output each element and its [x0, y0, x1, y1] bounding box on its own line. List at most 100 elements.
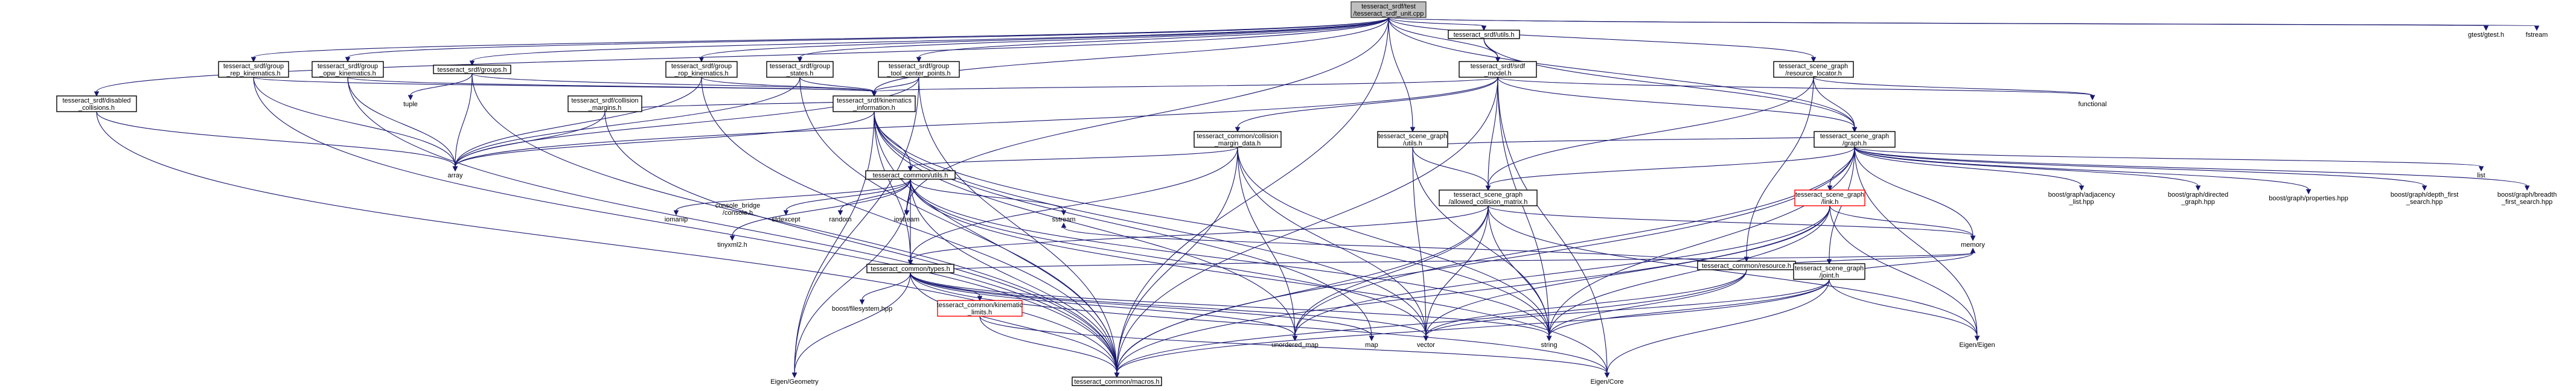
node-eigen_core: Eigen/Core	[1590, 378, 1623, 386]
node-rop_kin[interactable]: tesseract_srdf/group_rop_kinematics.h	[665, 61, 738, 78]
node-label: Eigen/Eigen	[1959, 342, 1995, 349]
node-joint[interactable]: tesseract_scene_graph/joint.h	[1793, 263, 1865, 280]
node-collision_margins[interactable]: tesseract_srdf/collision_margins.h	[567, 95, 642, 112]
node-rep_kin[interactable]: tesseract_srdf/group_rep_kinematics.h	[218, 61, 289, 78]
node-srdf_utils[interactable]: tesseract_srdf/utils.h	[1448, 30, 1520, 39]
edge-common_utils-to-iomanip	[673, 179, 911, 216]
node-label: tesseract_common/collision	[1197, 133, 1278, 140]
node-link[interactable]: tesseract_scene_graph/link.h	[1794, 189, 1865, 206]
edge-joint-to-vector	[1423, 279, 1830, 342]
node-margin_data[interactable]: tesseract_common/collision_margin_data.h	[1194, 131, 1282, 148]
edge-srdf_model-to-functional	[1497, 77, 2095, 101]
node-iostream: iostream	[894, 216, 919, 223]
edge-link-to-unordered_map	[1292, 205, 1830, 342]
edge-srdf_model-to-string	[1497, 77, 1552, 342]
node-groups[interactable]: tesseract_srdf/groups.h	[433, 65, 511, 74]
node-srdf_model[interactable]: tesseract_srdf/srdf_model.h	[1459, 61, 1537, 78]
node-common_utils[interactable]: tesseract_common/utils.h	[865, 170, 956, 180]
node-memory: memory	[1961, 241, 1985, 249]
node-stdexcept: stdexcept	[772, 216, 800, 223]
node-box	[1794, 189, 1865, 206]
node-label: tesseract_scene_graph	[1454, 191, 1523, 199]
node-root[interactable]: tesseract_srdf/test/tesseract_srdf_unit.…	[1350, 1, 1427, 18]
node-sg_utils[interactable]: tesseract_scene_graph/utils.h	[1377, 131, 1448, 148]
edge-kin_limits-to-macros	[979, 316, 1120, 378]
node-label: functional	[2078, 101, 2106, 108]
node-resource_locator[interactable]: tesseract_scene_graph/resource_locator.h	[1773, 61, 1854, 78]
node-box	[218, 61, 289, 78]
edge-root-to-fstream	[1388, 17, 2540, 31]
node-kin_limits[interactable]: tesseract_common/kinematic_limits.h	[937, 300, 1023, 317]
node-graph[interactable]: tesseract_scene_graph/graph.h	[1814, 131, 1896, 148]
node-dfs: boost/graph/depth_first_search.hpp	[2391, 191, 2459, 206]
edge-margin_data-to-types	[907, 147, 1238, 265]
node-box	[878, 61, 960, 78]
node-box	[1814, 131, 1896, 148]
node-label: tesseract_common/kinematic	[937, 302, 1023, 309]
edge-tcp-to-array	[452, 77, 919, 172]
node-iomanip: iomanip	[665, 216, 688, 223]
edge-margin_data-to-common_utils	[907, 147, 1238, 172]
edge-link-to-vector	[1423, 205, 1830, 342]
edge-graph-to-acm	[1485, 147, 1855, 191]
node-disabled[interactable]: tesseract_srdf/disabled_collisions.h	[56, 95, 137, 112]
node-box	[766, 61, 834, 78]
node-label: sstream	[1052, 216, 1075, 223]
node-states[interactable]: tesseract_srdf/group_states.h	[766, 61, 834, 78]
edge-tcp-to-kin_info	[871, 77, 919, 97]
edge-types-to-eigen_geometry	[791, 272, 911, 378]
edge-acm-to-memory	[1488, 205, 1976, 241]
node-macros[interactable]: tesseract_common/macros.h	[1072, 377, 1162, 386]
edge-acm-to-eigen_eigen	[1488, 205, 1980, 342]
edge-types-to-memory	[910, 247, 1976, 273]
node-tcp[interactable]: tesseract_srdf/group_tool_center_points.…	[878, 61, 960, 78]
edge-root-to-opw_kin	[345, 17, 1389, 63]
edge-joint-to-eigen_eigen	[1829, 279, 1980, 342]
node-label: string	[1541, 342, 1558, 349]
node-types[interactable]: tesseract_common/types.h	[866, 264, 954, 273]
edge-root-to-gtest	[1388, 17, 2489, 31]
edge-root-to-rep_kin	[251, 17, 1389, 63]
node-acm[interactable]: tesseract_scene_graph/allowed_collision_…	[1439, 189, 1538, 206]
edge-joint-to-macros	[1114, 279, 1830, 378]
edge-tcp-to-macros	[918, 77, 1120, 378]
node-label: _first_search.hpp	[2501, 199, 2552, 206]
node-opw_kin[interactable]: tesseract_srdf/group_opw_kinematics.h	[312, 61, 384, 78]
edge-srdf_utils-to-srdf_model	[1483, 38, 1501, 63]
node-label: array	[447, 172, 463, 179]
node-label: /graph.h	[1843, 140, 1867, 147]
edge-kin_info-to-common_utils	[874, 111, 913, 172]
node-box	[1377, 131, 1448, 148]
edge-root-to-srdf_utils	[1388, 17, 1487, 31]
node-box	[833, 95, 916, 112]
edge-disabled-to-array	[96, 111, 458, 172]
edge-common_utils-to-random	[837, 179, 911, 216]
edge-joint-to-eigen_core	[1604, 279, 1830, 378]
node-label: map	[1365, 342, 1378, 349]
edge-graph-to-directed	[1854, 147, 2201, 191]
edge-rop_kin-to-array	[452, 77, 702, 172]
node-label: _opw_kinematics.h	[319, 70, 376, 77]
node-functional: functional	[2078, 101, 2106, 108]
edge-states-to-array	[452, 77, 801, 172]
node-label: stdexcept	[772, 216, 800, 223]
edge-common_utils-to-sstream	[910, 179, 1067, 216]
node-label: _rop_kinematics.h	[674, 70, 728, 77]
node-label: _model.h	[1483, 70, 1511, 77]
node-map: map	[1365, 342, 1378, 349]
edge-kin_info-to-macros	[874, 111, 1120, 378]
node-random: random	[829, 216, 851, 223]
edge-link-to-macros	[1114, 205, 1830, 378]
node-box	[1072, 377, 1162, 386]
node-label: boost/graph/depth_first	[2391, 191, 2459, 199]
node-kin_info[interactable]: tesseract_srdf/kinematics_information.h	[833, 95, 916, 112]
node-resource[interactable]: tesseract_common/resource.h	[1697, 261, 1796, 270]
graph-edges	[94, 17, 2540, 378]
edge-sg_utils-to-string	[1412, 147, 1552, 342]
node-box	[866, 264, 954, 273]
edge-acm-to-macros	[1114, 205, 1489, 378]
node-label: tesseract_common/types.h	[871, 265, 950, 273]
edge-resource-to-vector	[1423, 269, 1747, 342]
graph-nodes: tesseract_srdf/test/tesseract_srdf_unit.…	[56, 1, 2557, 386]
node-label: _states.h	[786, 70, 814, 77]
